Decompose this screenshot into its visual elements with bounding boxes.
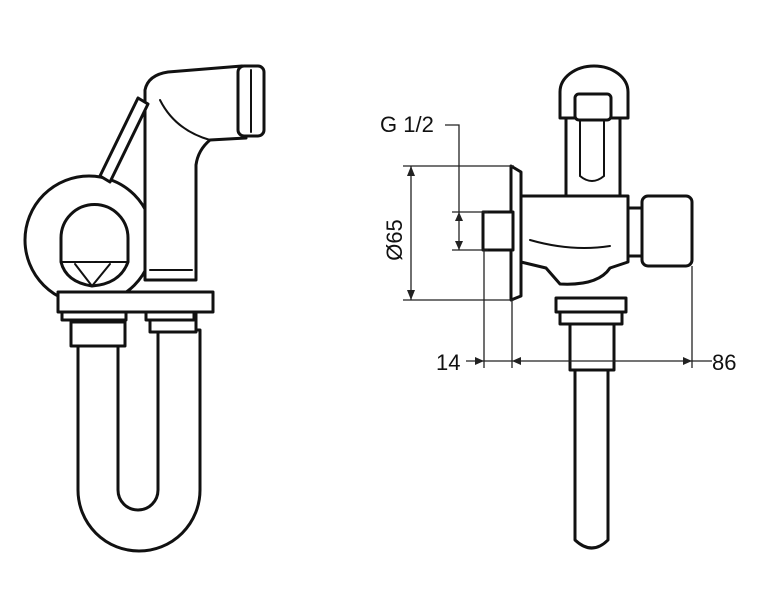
side-rosette: [509, 164, 523, 302]
holder-bracket: [56, 290, 215, 314]
side-control-knob: [640, 194, 694, 268]
shower-head: [143, 64, 248, 282]
hose-ferrule-left: [69, 320, 127, 348]
valve-knob: [59, 203, 130, 288]
offset-label: 14: [436, 350, 460, 375]
side-shower-handle: [564, 108, 622, 198]
hose-loop: [76, 328, 202, 553]
depth-label: 86: [712, 350, 736, 375]
side-view: [481, 64, 694, 550]
side-hose-ferrule: [568, 322, 616, 372]
side-hose: [573, 366, 610, 550]
trigger-lever: [98, 96, 150, 184]
diameter-label: Ø65: [382, 219, 407, 261]
side-valve-body: [519, 194, 630, 286]
threaded-connection: [481, 210, 515, 252]
thread-size-label: G 1/2: [380, 112, 434, 137]
dimension-lines: [403, 124, 712, 368]
front-view: [23, 64, 266, 553]
